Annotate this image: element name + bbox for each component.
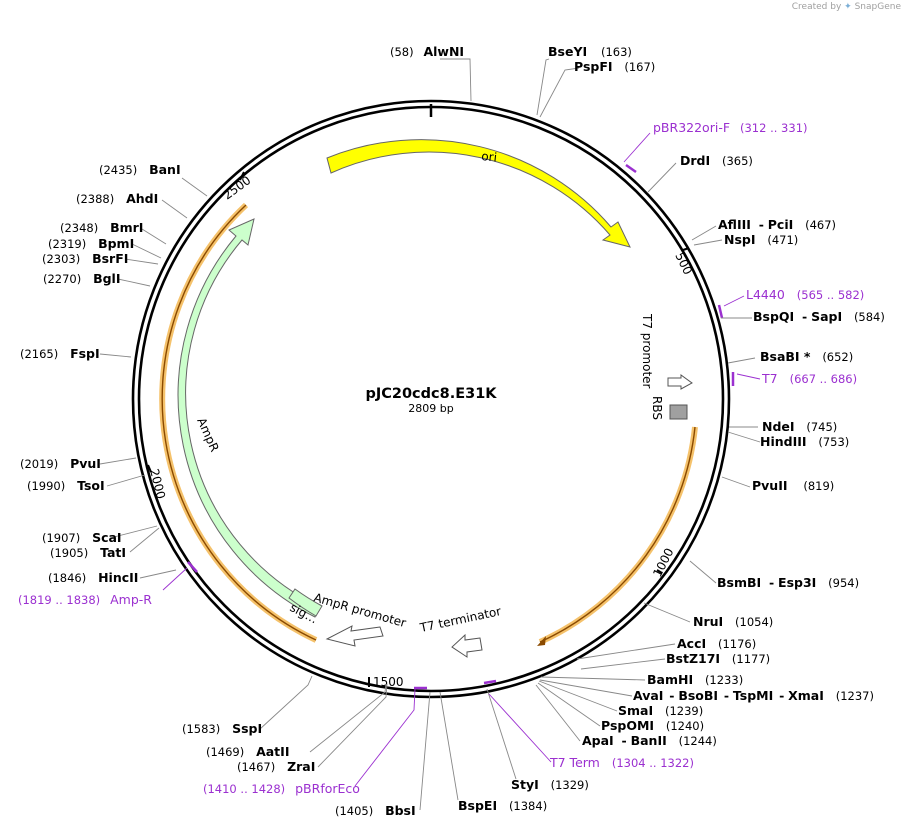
- t7-terminator-arrow: [451, 633, 483, 658]
- orf-arc-right-core: [539, 426, 696, 643]
- primer-amp-r[interactable]: (1819 .. 1838) Amp-R: [18, 592, 152, 607]
- site-alwni[interactable]: (58) AlwNI: [390, 44, 464, 59]
- site-apai-banii[interactable]: ApaI - BanII (1244): [582, 733, 717, 748]
- site-afliii-pcii[interactable]: AflIII - PciI (467): [718, 217, 836, 232]
- site-scai[interactable]: (1907) ScaI: [42, 530, 122, 545]
- site-bamhi[interactable]: BamHI (1233): [647, 672, 743, 687]
- site-bbsi[interactable]: (1405) BbsI: [335, 803, 416, 818]
- site-pspomi[interactable]: PspOMI (1240): [601, 718, 704, 733]
- feature-rbs[interactable]: RBS: [650, 396, 688, 420]
- orf-arrowhead-right: [537, 636, 546, 646]
- ampr-arrow: [177, 218, 321, 618]
- snapgene-credit: Created by ✦ SnapGene: [792, 2, 901, 12]
- site-fspi[interactable]: (2165) FspI: [20, 346, 100, 361]
- credit-prefix: Created by: [791, 2, 842, 12]
- ampr-promoter-label: AmpR promoter: [312, 590, 408, 630]
- feature-ampr-promoter[interactable]: AmpR promoter: [312, 590, 408, 647]
- primer-pbrforeco[interactable]: (1410 .. 1428) pBRforEco: [203, 781, 360, 796]
- backbone-outer: [131, 99, 731, 699]
- ampr-promoter-arrow: [325, 625, 384, 647]
- site-bsabi[interactable]: BsaBI * (652): [760, 349, 853, 364]
- tick-1500: 1500: [368, 675, 404, 689]
- rbs-label: RBS: [650, 396, 664, 420]
- ori-label: ori: [481, 149, 498, 165]
- t7-promoter-arrow: [667, 374, 693, 390]
- tick-2500: 2500: [221, 171, 254, 202]
- site-pspfi[interactable]: PspFI (167): [574, 59, 655, 74]
- tick-label-1500: 1500: [373, 675, 404, 689]
- site-pvui[interactable]: (2019) PvuI: [20, 456, 101, 471]
- site-hincii[interactable]: (1846) HincII: [48, 570, 138, 585]
- plasmid-name: pJC20cdc8.E31K: [365, 386, 497, 402]
- t7-terminator-label: T7 terminator: [418, 604, 503, 635]
- primer-leaders: [162, 132, 761, 787]
- orf-arc-right: [538, 426, 698, 645]
- site-acci[interactable]: AccI (1176): [677, 636, 756, 651]
- feature-t7-terminator[interactable]: T7 terminator: [418, 604, 503, 658]
- rbs-box: [669, 404, 688, 420]
- feature-ori[interactable]: ori: [326, 139, 631, 248]
- site-nspi[interactable]: NspI (471): [724, 232, 798, 247]
- site-bspei[interactable]: BspEI (1384): [458, 798, 547, 813]
- orf-arc-left-core: [161, 204, 317, 641]
- site-ndei[interactable]: NdeI (745): [762, 419, 837, 434]
- site-leaders: [99, 58, 761, 811]
- site-bpmi[interactable]: (2319) BpmI: [48, 236, 134, 251]
- primer-t7-term[interactable]: T7 Term (1304 .. 1322): [549, 755, 694, 770]
- site-bsmbi-esp3i[interactable]: BsmBI - Esp3I (954): [717, 575, 859, 590]
- ampr-label: AmpR: [194, 416, 221, 454]
- site-bsrfi[interactable]: (2303) BsrFI: [42, 251, 128, 266]
- site-bani[interactable]: (2435) BanI: [99, 162, 181, 177]
- site-smai[interactable]: SmaI (1239): [618, 703, 703, 718]
- ori-arrow: [326, 139, 631, 248]
- primer-marks: [187, 163, 735, 690]
- signal-box: [288, 588, 323, 617]
- site-hindiii[interactable]: HindIII (753): [760, 434, 849, 449]
- site-bstz17i[interactable]: BstZ17I (1177): [666, 651, 770, 666]
- t7-promoter-label: T7 promoter: [640, 313, 654, 389]
- site-drdi[interactable]: DrdI (365): [680, 153, 753, 168]
- primer-t7[interactable]: T7 (667 .. 686): [761, 371, 857, 386]
- tick-label-2500: 2500: [221, 173, 254, 202]
- site-bgli[interactable]: (2270) BglI: [43, 271, 121, 286]
- site-bmri[interactable]: (2348) BmrI: [60, 220, 143, 235]
- site-bspqi-sapi[interactable]: BspQI - SapI (584): [753, 309, 885, 324]
- plasmid-size: 2809 bp: [408, 402, 453, 415]
- site-ahdi[interactable]: (2388) AhdI: [76, 191, 158, 206]
- snapgene-logo-icon: ✦: [844, 2, 852, 12]
- primer-pbr322ori-f[interactable]: pBR322ori-F (312 .. 331): [653, 120, 808, 135]
- credit-brand: SnapGene: [854, 2, 901, 12]
- site-tati[interactable]: (1905) TatI: [50, 545, 126, 560]
- site-aatii[interactable]: (1469) AatII: [206, 744, 289, 759]
- site-nrui[interactable]: NruI (1054): [693, 614, 773, 629]
- site-styi[interactable]: StyI (1329): [511, 777, 589, 792]
- site-pvuii-819[interactable]: PvuII (819): [752, 478, 834, 493]
- feature-ampr[interactable]: AmpR: [177, 218, 321, 618]
- site-avai-group[interactable]: AvaI - BsoBI - TspMI - XmaI (1237): [633, 688, 874, 703]
- site-bseyi[interactable]: BseYI (163): [548, 44, 632, 59]
- site-zrai[interactable]: (1467) ZraI: [237, 759, 315, 774]
- site-sspi[interactable]: (1583) SspI: [182, 721, 262, 736]
- site-tsoi[interactable]: (1990) TsoI: [27, 478, 105, 493]
- feature-t7-promoter[interactable]: T7 promoter: [640, 313, 693, 390]
- primer-l4440[interactable]: L4440 (565 .. 582): [746, 287, 864, 302]
